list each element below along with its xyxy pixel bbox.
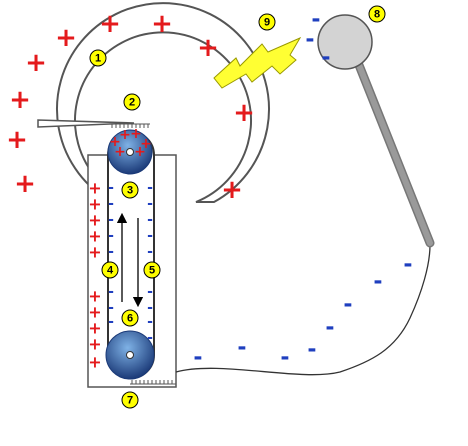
- discharge-sphere: [317, 14, 373, 70]
- negative-charge-symbol: -: [147, 300, 153, 316]
- positive-charge-symbol: +: [134, 144, 146, 160]
- positive-charge-symbol: +: [221, 175, 243, 205]
- negative-charge-symbol: -: [108, 284, 114, 300]
- positive-charge-symbol: +: [88, 243, 101, 262]
- positive-charge-symbol: +: [109, 134, 121, 150]
- positive-charge-symbol: +: [88, 353, 101, 372]
- label-2: 2: [123, 93, 141, 111]
- number-labels: 1 2 3 4 5 6 7 8 9: [89, 5, 386, 409]
- label-1: 1: [89, 49, 107, 67]
- negative-charge-symbol: -: [147, 212, 153, 228]
- negative-charge-symbol: -: [237, 336, 246, 361]
- dome-shell: [56, 2, 270, 203]
- positive-charge-symbol: +: [197, 33, 219, 63]
- negative-charge-symbol: -: [147, 244, 153, 260]
- negative-charge-symbol: -: [108, 196, 114, 212]
- positive-charge-symbol: +: [88, 195, 101, 214]
- negative-charge-symbol: -: [147, 314, 153, 330]
- negative-charge-symbol: -: [108, 228, 114, 244]
- negative-charge-symbol: -: [108, 244, 114, 260]
- label-text-3: 3: [127, 185, 133, 197]
- positive-charge-symbol: +: [88, 211, 101, 230]
- upper-roller-axle: [126, 148, 134, 156]
- negative-charge-symbol: -: [147, 330, 153, 346]
- lower-roller-axle: [126, 351, 134, 359]
- dome-collector: [37, 119, 135, 128]
- positive-charge-symbol: +: [88, 303, 101, 322]
- negative-charge-symbol: -: [147, 284, 153, 300]
- positive-charge-symbol: +: [140, 136, 152, 152]
- label-text-4: 4: [107, 265, 114, 277]
- negative-charge-symbol: -: [325, 316, 334, 341]
- label-text-2: 2: [129, 97, 135, 109]
- upper-comb: [110, 123, 150, 128]
- positive-charge-symbol: +: [233, 98, 255, 128]
- negative-charge-symbol: -: [373, 270, 382, 295]
- label-text-5: 5: [149, 265, 155, 277]
- label-text-9: 9: [264, 17, 270, 29]
- label-3: 3: [121, 181, 139, 199]
- spark-icon: [213, 36, 302, 89]
- positive-charge-symbol: +: [130, 126, 142, 142]
- negative-charge-symbol: -: [108, 180, 114, 196]
- positive-charge-symbol: +: [114, 144, 126, 160]
- positive-charge-symbol: +: [151, 9, 173, 39]
- negative-charge-symbol: -: [343, 293, 352, 318]
- negative-charge-symbol: -: [305, 28, 314, 53]
- positive-charge-symbol: +: [9, 85, 31, 115]
- lower-comb: [130, 380, 176, 385]
- ground-wire: [175, 244, 431, 376]
- negative-charge-symbol: -: [147, 196, 153, 212]
- negative-charge-symbol: -: [311, 8, 320, 33]
- label-text-1: 1: [95, 53, 101, 65]
- positive-charge-symbol: +: [88, 335, 101, 354]
- discharge-rod-core: [352, 52, 433, 246]
- positive-charge-symbol: +: [6, 125, 28, 155]
- positive-charge-symbol: +: [55, 23, 77, 53]
- negative-charge-symbol: -: [147, 180, 153, 196]
- positive-charge-symbol: +: [25, 48, 47, 78]
- label-9: 9: [258, 13, 276, 31]
- negative-charge-symbol: -: [280, 346, 289, 371]
- positive-charge-symbol: +: [88, 179, 101, 198]
- label-4: 4: [101, 261, 119, 279]
- positive-charge-symbol: +: [99, 9, 121, 39]
- label-6: 6: [121, 309, 139, 327]
- negative-charge-symbol: -: [307, 338, 316, 363]
- label-7: 7: [121, 391, 139, 409]
- label-text-7: 7: [127, 395, 133, 407]
- label-8: 8: [368, 5, 386, 23]
- label-text-6: 6: [127, 313, 133, 325]
- negative-charge-symbol: -: [108, 314, 114, 330]
- negative-charge-symbol: -: [147, 228, 153, 244]
- positive-charge-symbol: +: [14, 169, 36, 199]
- negative-charge-symbol: -: [193, 346, 202, 371]
- negative-charge-symbol: -: [321, 46, 330, 71]
- positive-charge-symbol: +: [88, 287, 101, 306]
- label-text-8: 8: [374, 9, 380, 21]
- positive-charge-symbol: +: [88, 227, 101, 246]
- positive-charge-symbol: +: [119, 127, 131, 143]
- label-5: 5: [143, 261, 161, 279]
- negative-charge-symbol: -: [403, 253, 412, 278]
- negative-charge-symbol: -: [108, 300, 114, 316]
- positive-charge-symbol: +: [88, 319, 101, 338]
- negative-charge-symbol: -: [108, 212, 114, 228]
